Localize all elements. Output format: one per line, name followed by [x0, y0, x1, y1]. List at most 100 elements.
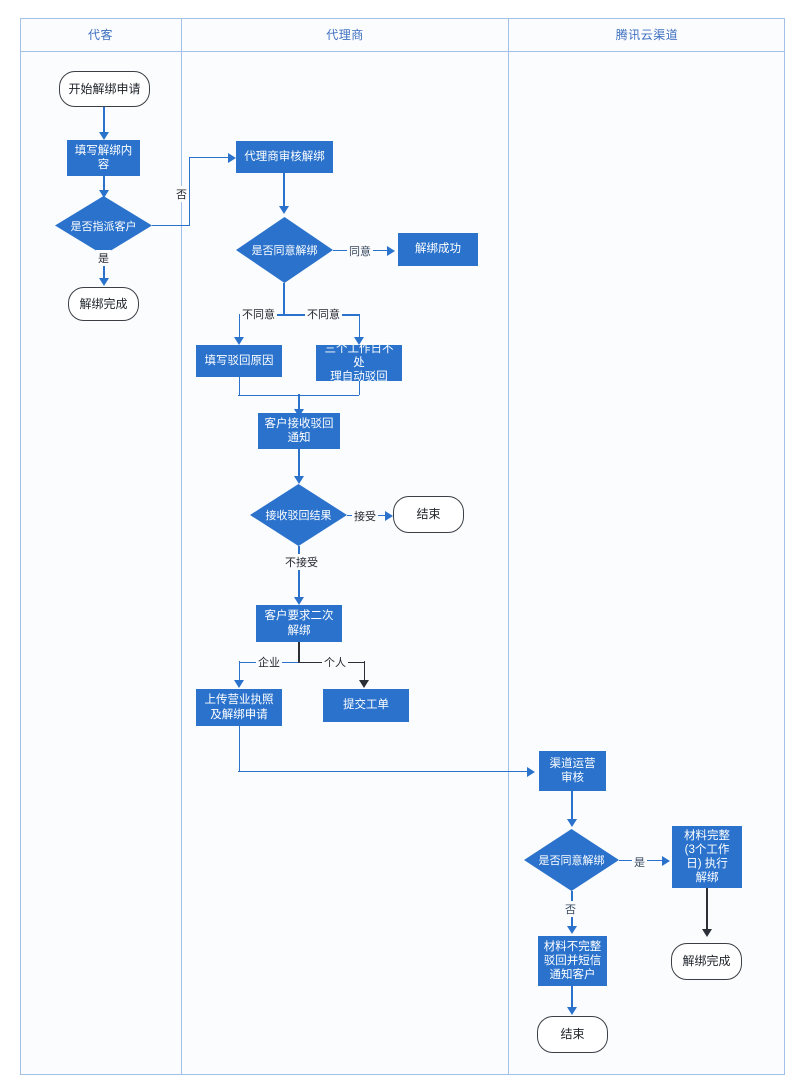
node-customer-notice-line2: 通知: [287, 432, 311, 444]
arrowhead-channel-yes: [662, 856, 670, 866]
node-material-ok-line1: 材料完整: [684, 829, 730, 842]
node-upload-license-line1: 上传营业执照: [204, 694, 274, 707]
edge-not-accept: [298, 546, 300, 601]
node-agent-review[interactable]: 代理商审核解绑: [236, 141, 333, 173]
node-receive-result-label: 接收驳回结果: [265, 510, 332, 522]
arrowhead-upload-to-channel: [527, 767, 535, 777]
arrowhead-disagree-right: [354, 337, 364, 345]
arrowhead-notice-to-result: [294, 476, 304, 484]
node-unbind-success[interactable]: 解绑成功: [398, 233, 478, 266]
edge-channel-to-agree2: [571, 791, 573, 822]
arrowhead-assign-yes: [99, 278, 109, 286]
edge-disagree-stem: [283, 283, 285, 315]
edge-label-disagree-right: 不同意: [305, 306, 342, 322]
node-material-bad-line2: 驳回并短信: [543, 954, 602, 967]
arrowhead-agentreview-to-agree: [279, 206, 289, 214]
arrowhead-not-accept: [294, 597, 304, 605]
edge-materialbad-to-end: [571, 986, 573, 1011]
edge-label-yes-channel: 是: [632, 854, 647, 870]
edge-personal-v: [363, 661, 366, 683]
node-agree-unbind-2-label: 是否同意解绑: [538, 855, 605, 867]
edge-merge-down: [298, 394, 300, 412]
node-upload-license-line2: 及解绑申请: [210, 708, 268, 721]
node-second-unbind-line1: 客户要求二次: [264, 610, 334, 623]
node-channel-review[interactable]: 渠道运营 审核: [539, 751, 606, 791]
node-end-1[interactable]: 结束: [393, 496, 464, 533]
node-agree-unbind-label: 是否同意解绑: [251, 245, 318, 257]
arrowhead-assign-no: [228, 153, 236, 163]
edge-fill-to-assign: [103, 176, 105, 196]
node-fill-content[interactable]: 填写解绑内 容: [67, 140, 140, 176]
edge-label-agree: 同意: [347, 243, 373, 259]
node-customer-notice[interactable]: 客户接收驳回 通知: [258, 413, 340, 449]
arrowhead-start-to-fill: [99, 132, 109, 140]
arrowhead-materialbad-to-end: [567, 1007, 577, 1015]
edge-disagree-left-v: [238, 314, 241, 340]
node-unbind-done-1[interactable]: 解绑完成: [68, 287, 139, 321]
node-customer-notice-line1: 客户接收驳回: [264, 417, 334, 430]
node-auto-reject-line2: 理自动驳回: [330, 371, 388, 384]
edge-enterprise-v: [238, 661, 241, 683]
node-channel-review-line2: 审核: [561, 772, 584, 784]
edge-start-to-fill: [103, 107, 105, 134]
arrowhead-channel-no: [567, 926, 577, 934]
node-second-unbind-line2: 解绑: [287, 624, 311, 637]
node-material-ok-line3: 日) 执行: [686, 858, 728, 870]
node-material-ok-line4: 解绑: [695, 872, 719, 885]
arrowhead-disagree-left: [234, 337, 244, 345]
arrowhead-materialok-to-done: [702, 929, 712, 937]
edge-assign-no-v: [188, 157, 191, 225]
node-submit-ticket[interactable]: 提交工单: [323, 689, 409, 722]
edge-autoreject-down: [358, 381, 361, 395]
node-start[interactable]: 开始解绑申请: [59, 71, 150, 107]
arrowhead-agree-yes: [387, 246, 395, 256]
edge-label-yes-assign: 是: [96, 250, 111, 266]
edge-assign-yes: [103, 255, 105, 282]
arrowhead-channel-to-agree2: [567, 819, 577, 827]
swimlane-header-divider: [20, 51, 785, 52]
edge-upload-to-channel-h: [238, 770, 530, 773]
edge-fillreject-down: [238, 377, 241, 395]
node-receive-result[interactable]: 接收驳回结果: [250, 484, 347, 546]
swimlane-divider-1: [181, 18, 182, 1075]
arrowhead-accept: [385, 511, 393, 521]
edge-upload-to-channel-v: [238, 726, 241, 772]
edge-agentreview-to-agree: [283, 173, 285, 209]
edge-label-not-accept: 不接受: [283, 554, 320, 570]
edge-notice-to-result: [298, 449, 300, 479]
swimlane-divider-2: [508, 18, 509, 1075]
edge-label-no-assign: 否: [174, 186, 189, 202]
edge-label-accept: 接受: [352, 508, 378, 524]
node-channel-review-line1: 渠道运营: [549, 757, 596, 770]
node-material-bad[interactable]: 材料不完整 驳回并短信 通知客户: [538, 936, 607, 986]
node-agree-unbind[interactable]: 是否同意解绑: [236, 217, 333, 283]
edge-label-disagree-left: 不同意: [240, 306, 277, 322]
node-material-ok-line2: (3个工作: [684, 843, 730, 856]
lane-title-agent: 代理商: [326, 28, 364, 42]
node-fill-reject[interactable]: 填写驳回原因: [196, 345, 282, 377]
node-fill-content-line2: 容: [97, 159, 110, 171]
node-unbind-done-2[interactable]: 解绑完成: [671, 943, 742, 980]
edge-assign-no-h2: [188, 156, 232, 159]
node-auto-reject-line1: 三个工作日不处: [324, 342, 394, 369]
swimlane-frame: [20, 18, 785, 1075]
arrowhead-fill-to-assign: [99, 190, 109, 198]
node-assign-customer[interactable]: 是否指派客户: [55, 196, 152, 255]
edge-assign-no-h1: [152, 224, 190, 227]
node-agree-unbind-2[interactable]: 是否同意解绑: [524, 829, 619, 891]
edge-label-no-channel: 否: [563, 901, 578, 917]
node-material-bad-line1: 材料不完整: [543, 940, 602, 953]
edge-disagree-right-v: [358, 314, 361, 340]
lane-title-tencent: 腾讯云渠道: [615, 28, 679, 42]
node-upload-license[interactable]: 上传营业执照 及解绑申请: [196, 689, 282, 726]
arrowhead-enterprise: [234, 680, 244, 688]
node-auto-reject[interactable]: 三个工作日不处 理自动驳回: [316, 342, 402, 384]
node-assign-customer-label: 是否指派客户: [70, 220, 137, 233]
node-material-bad-line3: 通知客户: [549, 969, 596, 981]
node-end-2[interactable]: 结束: [537, 1016, 608, 1053]
lane-title-customer: 代客: [87, 28, 113, 42]
node-material-ok[interactable]: 材料完整 (3个工作 日) 执行 解绑: [672, 826, 742, 888]
edge-label-enterprise: 企业: [256, 654, 282, 670]
node-second-unbind[interactable]: 客户要求二次 解绑: [256, 605, 342, 642]
